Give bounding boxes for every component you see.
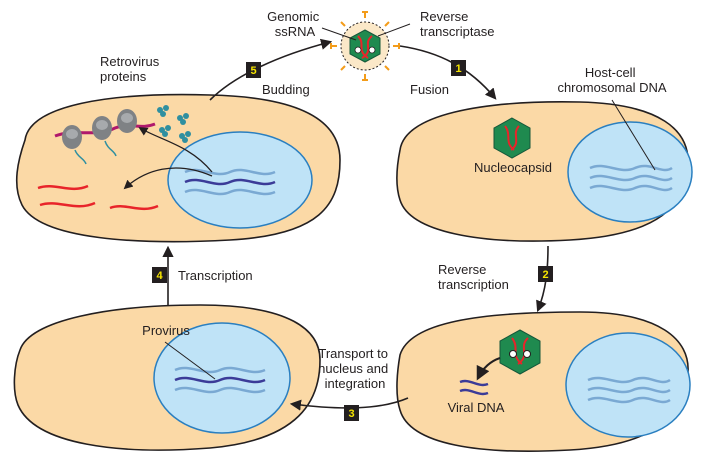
svg-text:4: 4 xyxy=(156,270,163,282)
nucleocapsid-label: Nucleocapsid xyxy=(474,160,552,175)
viral-dna xyxy=(459,379,489,387)
step-5-label: Budding xyxy=(262,82,310,97)
host-cell-bottom-right xyxy=(396,311,691,452)
host-dna-strand xyxy=(184,178,276,186)
retrovirus-proteins-label: Retrovirus proteins xyxy=(100,54,163,84)
host-cell-top-right xyxy=(396,99,693,242)
step-1-badge: 1 xyxy=(451,60,466,76)
host-dna-strand xyxy=(174,386,266,394)
svg-text:5: 5 xyxy=(250,65,256,77)
step-1-label: Fusion xyxy=(410,82,449,97)
step-2-label: Reverse transcription xyxy=(438,262,509,292)
svg-text:2: 2 xyxy=(542,269,548,281)
nucleocapsid-icon xyxy=(499,329,541,375)
retrovirus-protein-cluster xyxy=(157,105,191,143)
ribosome xyxy=(117,109,137,133)
svg-text:1: 1 xyxy=(455,63,461,75)
nucleus xyxy=(565,332,691,438)
viral-rna xyxy=(37,184,89,191)
step-3-badge: 3 xyxy=(344,405,359,421)
provirus-dna xyxy=(174,376,266,384)
ribosome xyxy=(62,125,82,149)
viral-dna-label: Viral DNA xyxy=(448,400,505,415)
step-5-badge: 5 xyxy=(246,62,261,78)
nucleocapsid-icon xyxy=(493,117,531,159)
viral-rna xyxy=(39,201,96,208)
retrovirus-virion-icon xyxy=(330,11,400,81)
viral-dna xyxy=(459,388,489,396)
host-dna-strand xyxy=(184,168,276,176)
host-cell-bottom-left xyxy=(13,304,321,451)
host-dna-strand xyxy=(587,396,671,404)
reverse-transcriptase-label: Reverse transcriptase xyxy=(420,9,494,39)
host-dna-strand xyxy=(587,386,671,394)
genomic-ssrna-label: Genomic ssRNA xyxy=(267,9,323,39)
step-4-badge: 4 xyxy=(152,267,167,283)
host-dna-strand xyxy=(184,188,276,196)
nucleus xyxy=(567,121,693,223)
step-3-label: Transport to nucleus and integration xyxy=(318,346,392,391)
host-dna-strand xyxy=(589,164,673,172)
ribosome xyxy=(92,116,112,140)
host-dna-strand xyxy=(587,376,671,384)
step-2-badge: 2 xyxy=(538,266,553,282)
provirus-label: Provirus xyxy=(142,323,190,338)
step-4-label: Transcription xyxy=(178,268,253,283)
svg-text:3: 3 xyxy=(348,408,354,420)
infected-cell-top-left xyxy=(15,93,341,243)
host-dna-strand xyxy=(589,174,673,182)
host-dna-strand xyxy=(589,184,673,192)
viral-rna xyxy=(109,204,159,211)
host-cell-dna-label: Host-cell chromosomal DNA xyxy=(557,65,666,95)
host-dna-strand xyxy=(174,366,266,374)
